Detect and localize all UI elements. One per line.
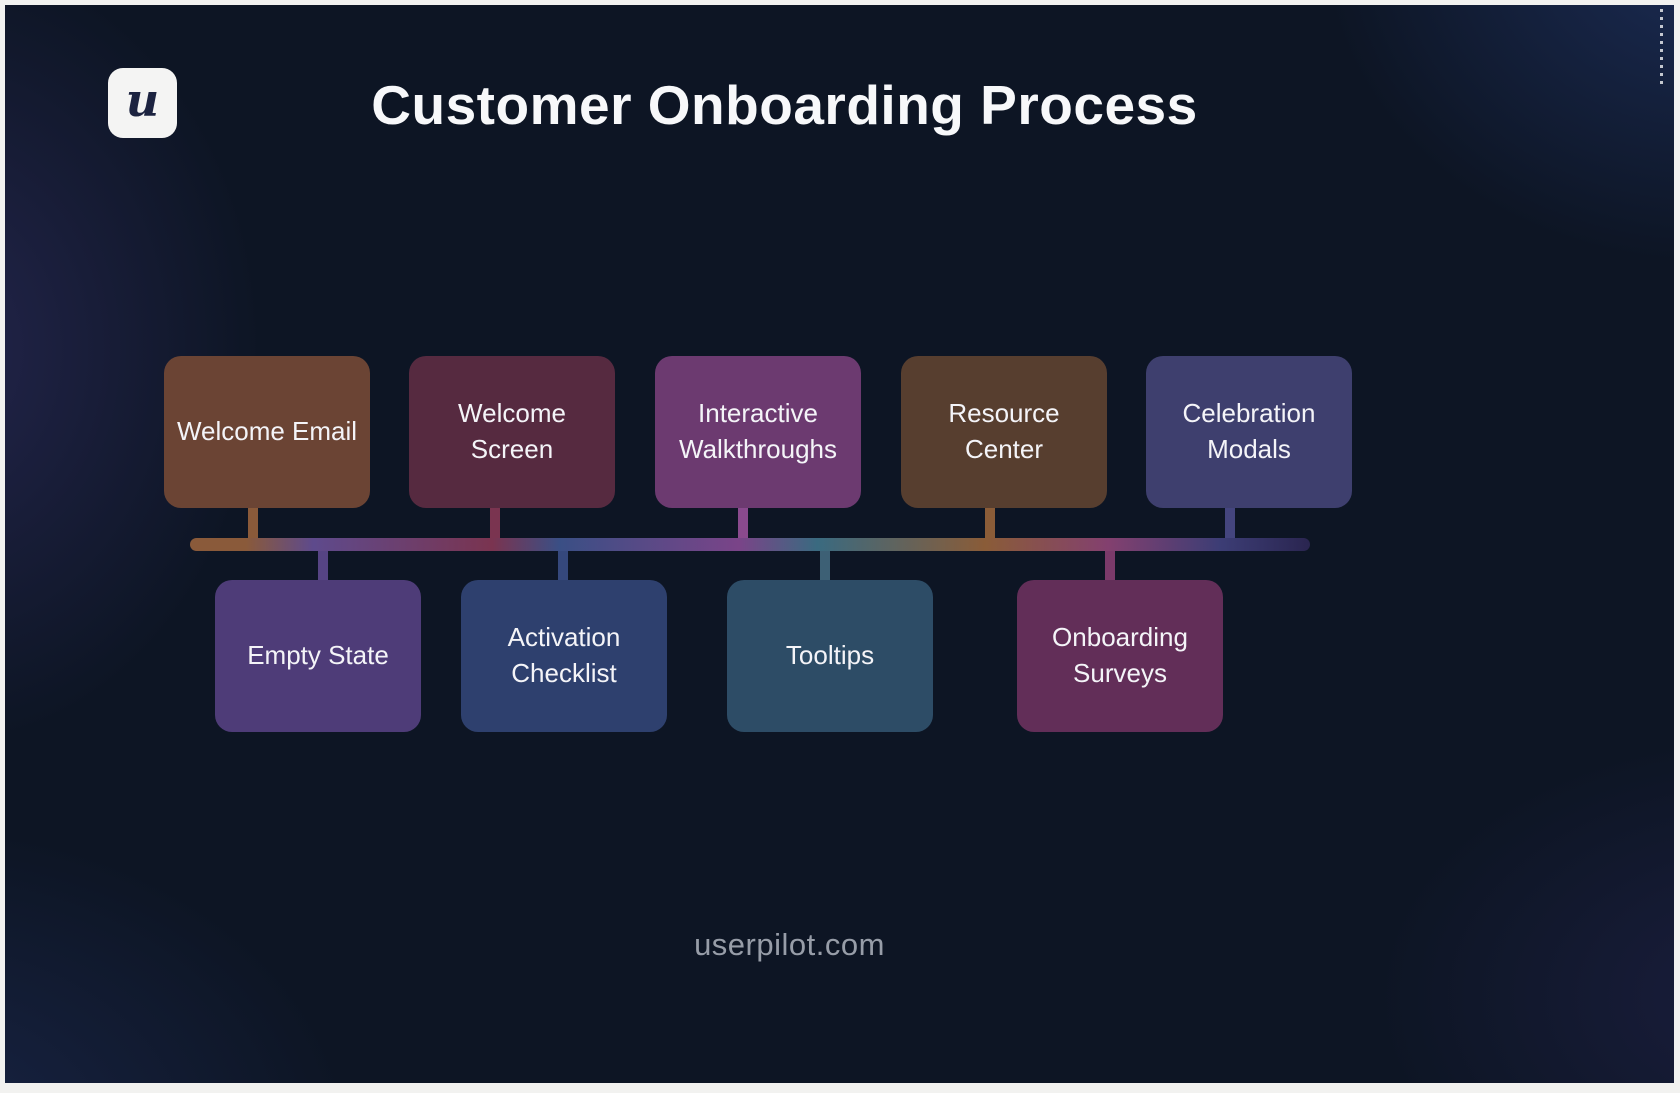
connector-celebration-modals <box>1225 503 1235 545</box>
diagram-canvas: u Customer Onboarding Process Welcome Em… <box>5 5 1674 1083</box>
userpilot-logo-letter: u <box>125 73 160 127</box>
process-step-label: Empty State <box>247 640 389 671</box>
connector-tooltips <box>820 545 830 585</box>
connector-welcome-screen <box>490 503 500 545</box>
connector-activation-checklist <box>558 545 568 585</box>
process-step-label: Onboarding Surveys <box>1052 622 1188 688</box>
process-step-label: Resource Center <box>948 398 1060 464</box>
process-step-tooltips: Tooltips <box>727 580 933 732</box>
process-step-celebration-modals: Celebration Modals <box>1146 356 1352 508</box>
process-step-label: Tooltips <box>785 640 875 671</box>
connector-interactive-walkthroughs <box>738 503 748 545</box>
connector-resource-center <box>985 503 995 545</box>
timeline-bar <box>190 538 1310 551</box>
process-step-activation-checklist: Activation Checklist <box>461 580 667 732</box>
connector-welcome-email <box>248 503 258 545</box>
dotted-line-decoration <box>1660 9 1663 89</box>
process-step-label: Activation Checklist <box>507 622 621 688</box>
website-footer: userpilot.com <box>694 927 885 962</box>
connector-empty-state <box>318 545 328 585</box>
process-step-welcome-screen: Welcome Screen <box>409 356 615 508</box>
connector-onboarding-surveys <box>1105 545 1115 585</box>
process-step-interactive-walkthroughs: Interactive Walkthroughs <box>655 356 861 508</box>
process-step-empty-state: Empty State <box>215 580 421 732</box>
process-step-label: Interactive Walkthroughs <box>679 398 837 464</box>
process-step-label: Welcome Screen <box>458 398 566 464</box>
process-step-welcome-email: Welcome Email <box>164 356 370 508</box>
page-title: Customer Onboarding Process <box>371 74 1198 136</box>
process-step-label: Welcome Email <box>176 416 358 447</box>
process-step-label: Celebration Modals <box>1182 398 1316 464</box>
process-step-onboarding-surveys: Onboarding Surveys <box>1017 580 1223 732</box>
userpilot-logo: u <box>108 68 177 138</box>
process-step-resource-center: Resource Center <box>901 356 1107 508</box>
